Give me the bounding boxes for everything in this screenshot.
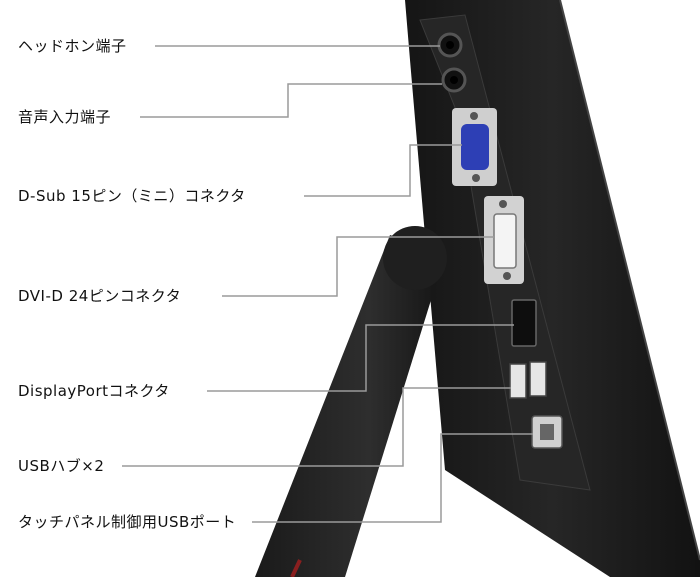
leader-usb-hub bbox=[122, 387, 511, 467]
usb-b-port-inner bbox=[540, 424, 554, 440]
stand-hinge bbox=[383, 226, 447, 290]
leader-audio-in bbox=[140, 83, 442, 118]
stand-arm bbox=[255, 235, 445, 577]
leader-vga bbox=[304, 144, 462, 197]
usb-hub-port-1 bbox=[509, 363, 527, 399]
leader-usb-b bbox=[252, 433, 533, 523]
displayport-port bbox=[511, 299, 537, 347]
vga-screw-top bbox=[470, 112, 478, 120]
label-touch-usb-port: タッチパネル制御用USBポート bbox=[18, 513, 237, 531]
monitor-edge bbox=[559, 0, 700, 561]
leader-dvi bbox=[222, 236, 494, 297]
dvi-screw-top bbox=[499, 200, 507, 208]
stand-accent bbox=[290, 559, 302, 577]
label-displayport-connector: DisplayPortコネクタ bbox=[18, 382, 170, 400]
dvi-screw-bottom bbox=[503, 272, 511, 280]
headphone-jack-hole bbox=[446, 41, 454, 49]
vga-screw-bottom bbox=[472, 174, 480, 182]
leader-displayport bbox=[207, 324, 514, 392]
label-headphone-jack: ヘッドホン端子 bbox=[18, 37, 127, 55]
audio-in-jack-hole bbox=[450, 76, 458, 84]
usb-hub-port-2 bbox=[529, 361, 547, 397]
label-usb-hub: USBハブ×2 bbox=[18, 457, 105, 475]
dvi-port bbox=[493, 213, 517, 269]
label-dvi-connector: DVI-D 24ピンコネクタ bbox=[18, 287, 182, 305]
label-audio-input: 音声入力端子 bbox=[18, 108, 112, 126]
label-dsub-connector: D-Sub 15ピン（ミニ）コネクタ bbox=[18, 187, 246, 205]
vga-port bbox=[461, 124, 489, 170]
leader-lines bbox=[122, 45, 533, 523]
